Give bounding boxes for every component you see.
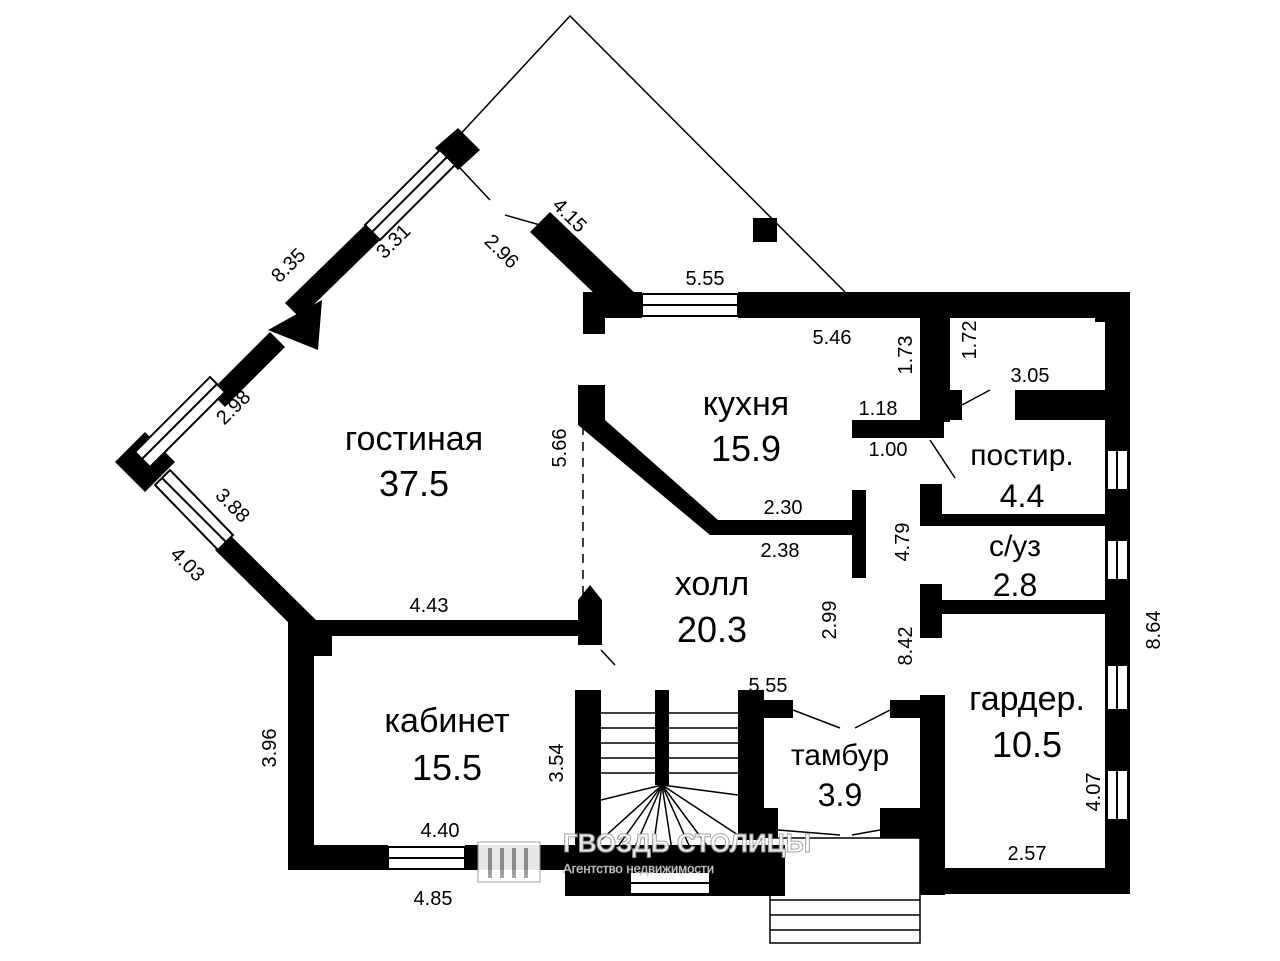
dim-label: 1.00 [869,439,908,461]
window-kitchen [641,293,739,317]
room-study-area: 15.5 [412,747,482,788]
dim-label: 5.66 [549,429,571,468]
dim-label: 4.07 [1083,773,1105,812]
dim-label: 3.96 [259,729,281,768]
room-bathroom-area: 2.8 [993,567,1037,603]
room-hall-label: холл [675,565,749,603]
room-living-area: 37.5 [379,463,449,504]
window-west-lower [153,468,235,552]
dim-label: 4.43 [410,595,449,617]
watermark: ГВОЗДЬ СТОЛИЦЫ Агентство недвижимости [477,828,812,883]
dim-label: 8.42 [895,627,917,666]
room-vestibule-area: 3.9 [818,777,862,813]
wall-nw-upper [285,225,380,318]
room-labels: гостиная 37.5 кухня 15.9 холл 20.3 кабин… [345,385,1085,813]
dim-label: 4.03 [166,543,209,586]
walls [115,128,1130,896]
dim-label: 4.85 [414,888,453,910]
wall-sw-diagonal [215,535,318,637]
room-vestibule-label: тамбур [791,739,889,772]
dim-label: 3.05 [1011,365,1050,387]
wall-nw-pier [435,128,480,170]
dim-label: 2.96 [480,230,523,273]
room-kitchen-label: кухня [703,385,789,423]
dim-label: 8.64 [1143,611,1165,650]
room-wardrobe-area: 10.5 [992,724,1062,765]
window-bath [1106,539,1129,581]
wall-nw-lower [210,332,285,407]
window-laundry [1106,449,1129,491]
dim-label: 2.99 [819,601,841,640]
thin-lines [459,167,1129,944]
room-hall-area: 20.3 [677,609,747,650]
watermark-logo-icon [477,841,541,883]
dim-label: 5.55 [686,268,725,290]
dim-label: 2.30 [764,497,803,519]
dim-label: 2.57 [1008,843,1047,865]
dim-label: 2.38 [761,540,800,562]
dim-label: 3.54 [546,744,568,783]
room-laundry-label: постир. [970,439,1073,472]
room-laundry-area: 4.4 [1000,478,1044,514]
windows [133,148,1129,895]
wall-buttress [268,300,322,350]
window-wardrobe-upper [1106,664,1129,711]
window-study [387,846,466,870]
dim-label: 1.73 [895,336,917,375]
wall-kitchen-diag [530,212,640,318]
room-kitchen-area: 15.9 [711,428,781,469]
terrace-outline [454,14,846,293]
watermark-title: ГВОЗДЬ СТОЛИЦЫ [563,828,811,858]
dim-label: 5.46 [813,327,852,349]
dim-label: 1.72 [959,321,981,360]
room-living-label: гостиная [345,420,483,458]
room-study-label: кабинет [384,702,509,740]
room-bathroom-label: с/уз [989,530,1041,563]
window-wardrobe-lower [1106,769,1129,821]
wall-hall-diag [578,385,860,535]
window-west-upper [133,375,227,469]
window-stair [629,871,711,895]
dim-label: 4.79 [892,523,914,562]
window-nw [363,148,457,242]
dim-label: 5.55 [749,675,788,697]
dim-label: 1.18 [859,398,898,420]
watermark-subtitle: Агентство недвижимости [563,861,714,876]
dim-label: 4.40 [421,820,460,842]
dim-label: 8.35 [267,244,310,287]
room-wardrobe-label: гардер. [969,680,1085,718]
